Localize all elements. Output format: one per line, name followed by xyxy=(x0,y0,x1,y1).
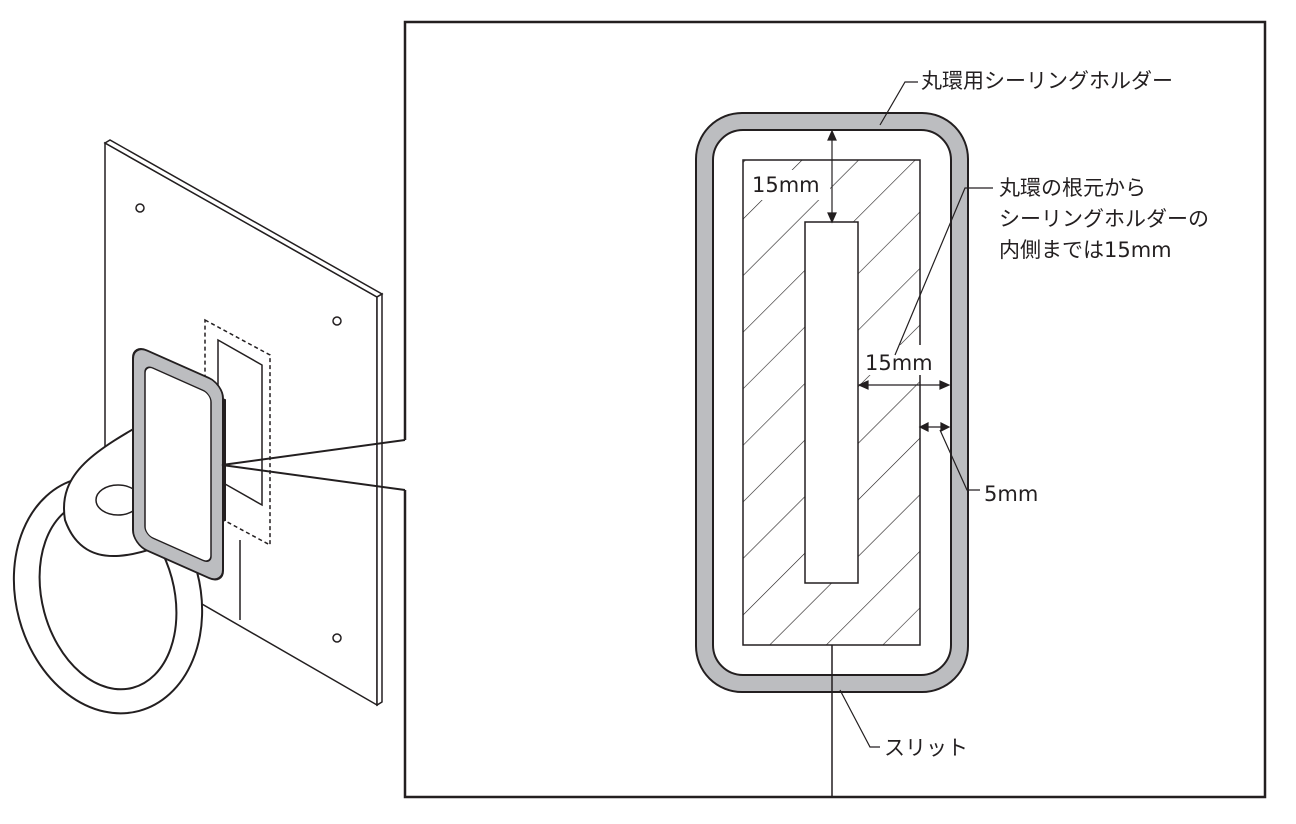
slit-label: スリット xyxy=(884,736,968,760)
note-line-2: シーリングホルダーの xyxy=(999,207,1209,231)
screw-hole-icon xyxy=(332,633,342,643)
screw-hole-icon xyxy=(135,203,145,213)
sealing-holder xyxy=(695,112,969,797)
screw-hole-icon xyxy=(332,316,342,326)
dim-thickness-label: 5mm xyxy=(984,482,1039,506)
note-line-3: 内側までは15mm xyxy=(999,238,1172,262)
note-line-1: 丸環の根元から xyxy=(999,176,1146,200)
detail-frame xyxy=(221,20,1267,799)
dim-top-label: 15mm xyxy=(752,173,820,197)
ring-base xyxy=(804,221,859,584)
wall-plate-illustration xyxy=(12,139,384,715)
leader-lines xyxy=(839,81,993,748)
holder-label: 丸環用シーリングホルダー xyxy=(921,69,1173,93)
dim-side-label: 15mm xyxy=(865,351,933,375)
dimension-lines xyxy=(827,129,951,432)
